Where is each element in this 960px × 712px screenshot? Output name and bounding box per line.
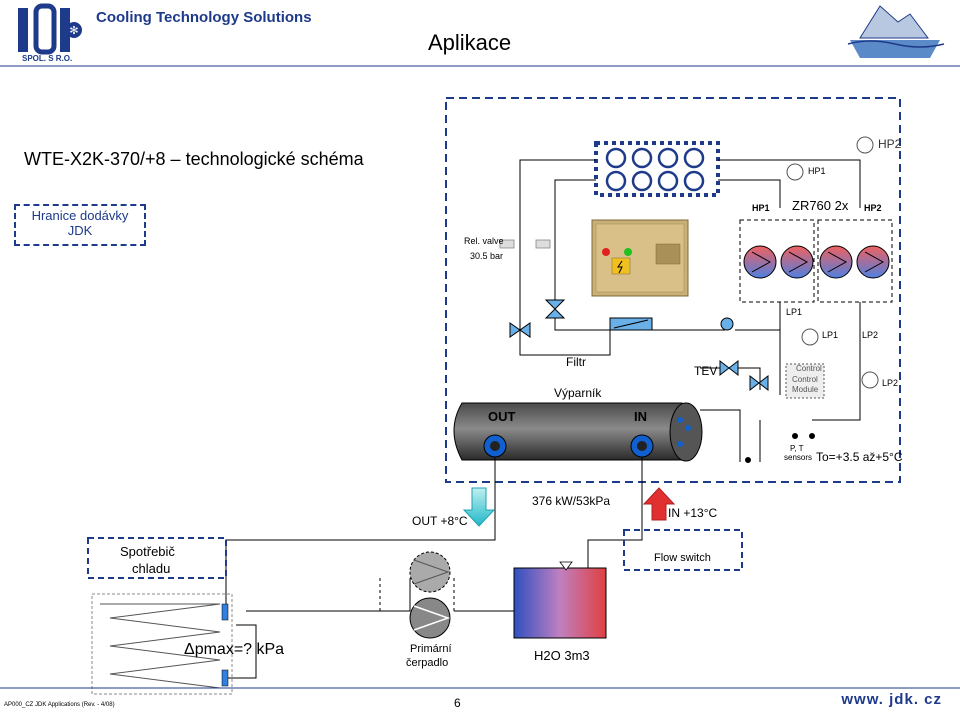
control-line2: Control (792, 375, 818, 384)
evap-temp-label: To=+3.5 až+5°C (816, 450, 903, 464)
footer-doc-code: AP000_CZ JDK Applications (Rev. - 4/08) (4, 702, 115, 708)
iceberg-icon (847, 5, 945, 58)
sight-glass-icon (720, 317, 734, 331)
pump-line2: čerpadlo (406, 657, 449, 669)
valve-icon (509, 299, 769, 392)
capacity-label: 376 kW/53kPa (532, 494, 611, 508)
control-line1: Control (796, 364, 822, 373)
page-number: 6 (454, 696, 461, 710)
refrigerant-piping (519, 159, 861, 462)
hp2-comp-label: HP2 (864, 203, 882, 213)
svg-text:✻: ✻ (69, 25, 78, 37)
compressor-group-1 (739, 219, 815, 303)
consumer-line2: chladu (132, 561, 171, 576)
tank-label: H2O 3m3 (534, 648, 590, 663)
rel-valve-pressure: 30.5 bar (470, 251, 504, 261)
page-title: Aplikace (428, 30, 512, 55)
sensors-line2: sensors (784, 453, 813, 462)
scope-line2: JDK (67, 223, 93, 238)
tev-label: TEV (694, 364, 718, 378)
brand-name: Cooling Technology Solutions (96, 9, 312, 26)
flow-switch-label: Flow switch (654, 552, 711, 564)
supply-boundary (445, 97, 901, 483)
out-arrow-icon (462, 487, 496, 527)
sensors-line1: P, T (790, 444, 804, 453)
in-temp-label: IN +13°C (668, 506, 718, 520)
pump-line1: Primární (410, 643, 452, 655)
lp1-gauge-label: LP1 (822, 330, 839, 340)
filter-label: Filtr (566, 355, 586, 369)
condenser (594, 141, 720, 197)
lp2-side-label: LP2 (882, 378, 899, 388)
in-nozzle-label: IN (634, 409, 647, 424)
sensor-icon (745, 433, 815, 463)
hp1-comp-label: HP1 (752, 203, 770, 213)
lp2-gauge-label: LP2 (862, 330, 879, 340)
control-line3: Module (792, 385, 819, 394)
consumer-boundary (87, 537, 227, 579)
evaporator (453, 402, 703, 462)
lp1-line-label: LP1 (786, 307, 803, 317)
control-panel (591, 219, 689, 297)
scope-boundary (14, 204, 146, 246)
scope-line1: Hranice dodávky (31, 208, 129, 223)
scope-label: Hranice dodávky JDK (14, 208, 146, 238)
pressure-gauge-icon (786, 136, 879, 389)
out-temp-label: OUT +8°C (412, 514, 468, 528)
hp2-top-label: HP2 (878, 137, 902, 151)
logo: ✻ (18, 3, 82, 55)
hp1-top-label: HP1 (808, 166, 826, 176)
logo-subtext: SPOL. S R.O. (22, 54, 73, 63)
water-tank (513, 561, 607, 639)
control-module (785, 363, 825, 399)
compressor-icon (743, 245, 890, 279)
pump-icon (409, 551, 451, 639)
in-arrow-icon (642, 487, 676, 521)
footer-url[interactable]: www. jdk. cz (841, 691, 942, 708)
rel-valve-label: Rel. valve (464, 236, 504, 246)
consumer-coil (91, 593, 233, 695)
compressor-label: ZR760 2x (792, 198, 849, 213)
out-nozzle-label: OUT (488, 409, 516, 424)
flow-switch-boundary (623, 529, 743, 571)
document-title: WTE-X2K-370/+8 – technologické schéma (24, 149, 364, 169)
consumer-line1: Spotřebič (120, 544, 175, 559)
compressor-group-2 (817, 219, 893, 303)
relief-valve-icon (499, 239, 551, 249)
dp-label: Δpmax=? kPa (184, 641, 285, 658)
evaporator-label: Výparník (554, 386, 602, 400)
